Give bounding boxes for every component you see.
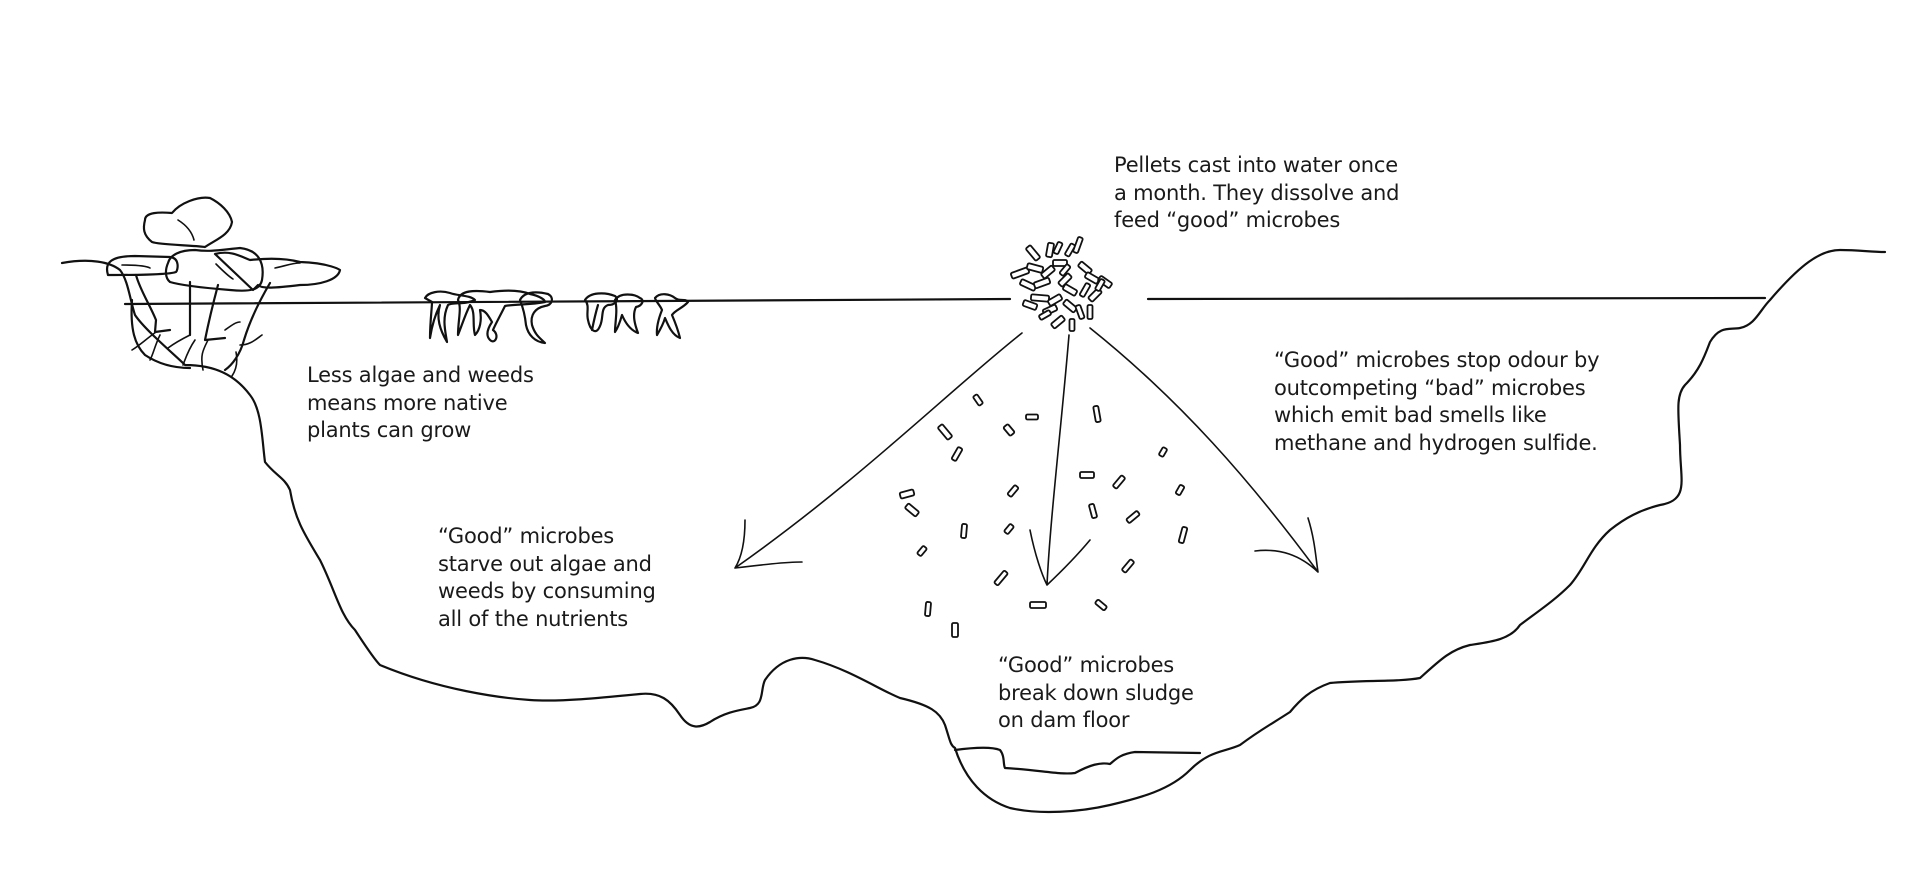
annotation-line: “Good” microbes stop odour by [1274,348,1600,372]
pellet [1062,298,1078,314]
annotation-algae: “Good” microbes starve out algae and wee… [438,523,656,633]
annotation-line: weeds by consuming [438,579,656,603]
annotation-line: break down sludge [998,680,1194,705]
pellet [1052,241,1064,255]
pellet [1088,503,1098,519]
pellet [1057,272,1073,288]
pellet [960,523,968,539]
annotation-line: outcompeting “bad” microbes [1274,375,1586,400]
sludge-layer [953,746,1202,775]
pellet [1092,405,1102,423]
pellet [1038,309,1052,321]
pellet [1112,474,1126,490]
pellet [1079,471,1095,479]
annotation-line: starve out algae and [438,551,652,576]
pellet [1040,264,1056,280]
annotation-line: which emit bad smells like [1274,403,1547,427]
pellet [904,502,920,518]
dispersal-arrows [734,327,1319,586]
pellet [1058,263,1072,277]
native-plants [105,196,342,377]
pellet [1032,276,1052,290]
pellet [993,569,1009,587]
annotation-line: plants can grow [307,418,472,442]
pellet [1006,484,1020,498]
annotation-line: “Good” microbes [998,653,1175,677]
dam-bank-outline [60,248,1887,814]
pellet-cluster [1010,236,1113,332]
pellet [1050,314,1066,330]
pellet [972,393,984,407]
annotation-line: on dam floor [998,708,1130,732]
pellet [1047,293,1063,307]
pellet [1072,236,1084,254]
annotation-line: feed “good” microbes [1114,208,1341,232]
pellet [1125,510,1141,524]
pellet [1086,304,1094,320]
pellet [1045,241,1055,259]
pellet [1029,293,1051,303]
pellet [1025,413,1039,421]
annotation-sludge: “Good” microbes break down sludge on dam… [998,652,1194,735]
arrow-right [1089,327,1319,573]
annotation-line: means more native [307,390,508,415]
pellet [1094,278,1106,292]
annotation-line: a month. They dissolve and [1114,180,1400,205]
pellet [1158,446,1168,458]
pellet [1094,598,1108,612]
pellet [1052,259,1068,267]
pellet [1002,423,1016,437]
pellet [1021,299,1039,311]
arrow-left [734,332,1023,569]
annotation-odour: “Good” microbes stop odour by outcompeti… [1274,347,1600,457]
annotation-line: Pellets cast into water once [1114,153,1398,177]
pellet [1064,242,1076,258]
pellet [898,488,916,500]
pellet [924,601,932,617]
pellet [950,446,964,462]
pellet [1025,244,1041,262]
pellet [1062,283,1078,297]
pellet [916,545,928,557]
pellet [1074,304,1086,320]
pellet [1077,260,1093,276]
annotation-line: all of the nutrients [438,606,628,631]
floating-algae-weeds [423,289,690,345]
annotation-pellets: Pellets cast into water once a month. Th… [1114,152,1399,235]
pellet [951,622,959,638]
pellet [937,423,953,441]
pellet [1121,558,1135,574]
water-surface [123,296,1767,306]
annotation-line: Less algae and weeds [307,363,534,387]
pellet [1078,282,1092,298]
dissolving-pellets [898,393,1189,638]
pellet [1068,318,1076,332]
annotation-line: methane and hydrogen sulfide. [1274,430,1598,455]
annotation-plants: Less algae and weeds means more native p… [307,362,534,445]
pellet [1177,526,1189,544]
annotation-line: “Good” microbes [438,524,615,548]
arrow-center [1029,334,1091,586]
pellet [1174,484,1186,496]
pellet [1025,262,1045,274]
pellet [1003,523,1015,535]
pellet [1029,601,1047,609]
